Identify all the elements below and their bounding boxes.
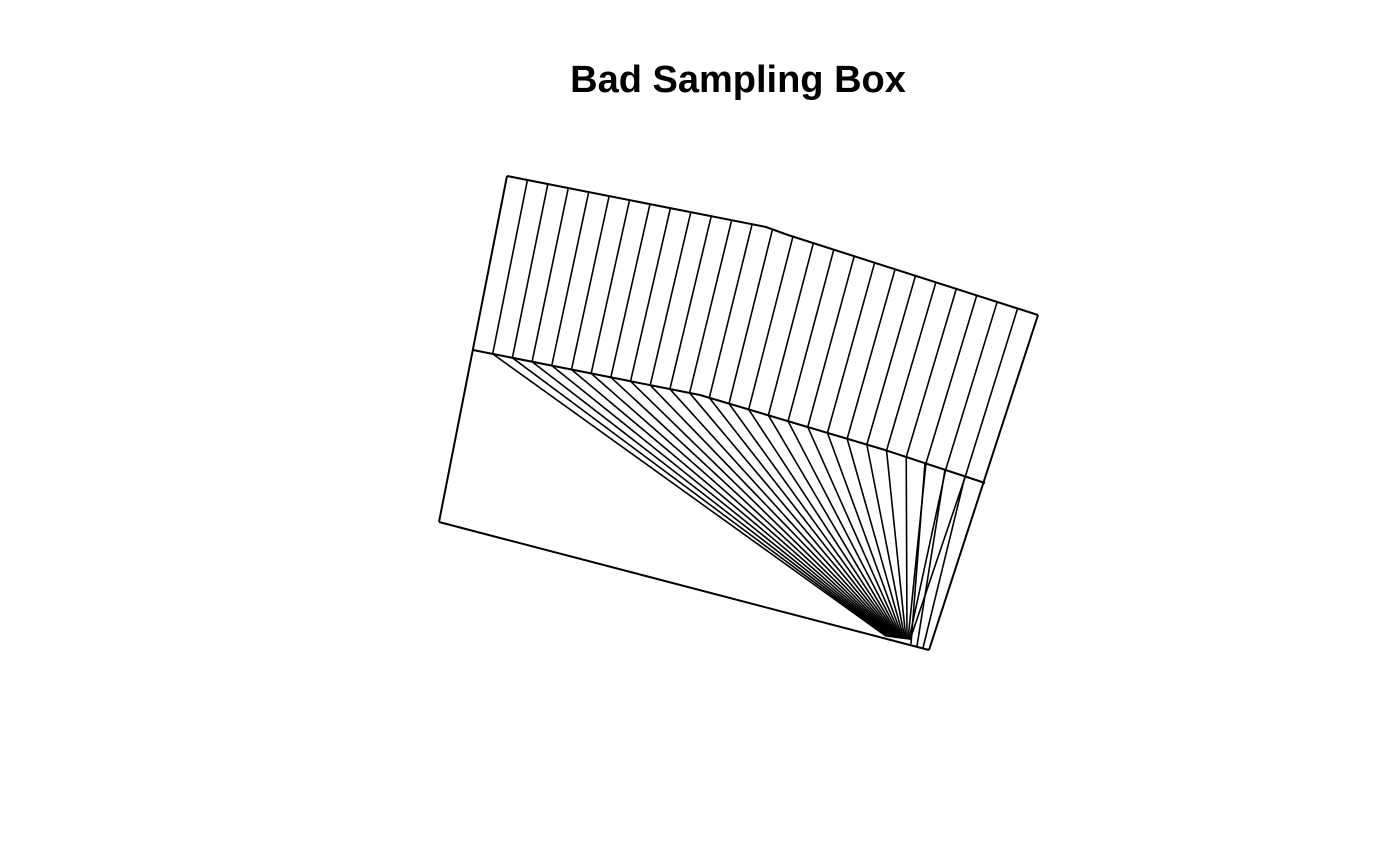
sampling-edge-line [916,469,946,647]
sampling-fan-line [728,403,899,639]
sampling-column-line [590,199,631,374]
sampling-fan-line [669,388,896,639]
sampling-column-line [905,288,958,458]
sampling-column-line [649,212,692,386]
sampling-column-line [629,207,672,382]
sampling-fan-line [909,476,967,641]
sampling-column-line [787,249,835,422]
sampling-fan-line [570,368,891,638]
sampling-column-line [747,236,794,410]
sampling-column-line [688,220,733,394]
sampling-column-line [531,187,570,362]
sampling-fan-line [846,438,905,640]
sampling-column-line [550,191,590,366]
sampling-fan-line [689,392,897,639]
sampling-fan-line [551,364,890,638]
sampling-column-line [708,224,753,398]
sampling-fan-line [511,357,888,637]
box-bottom-edge [438,521,930,651]
sampling-column-line [925,295,978,464]
sampling-column-line [866,275,917,445]
sampling-edge-line [922,476,966,649]
sampling-fan-line [908,469,947,640]
sampling-column-line [570,195,610,370]
sampling-fan-line [531,361,889,638]
sampling-fan-line [748,409,900,639]
middle-ridge [472,349,986,484]
sampling-column-line [964,308,1019,477]
sampling-column-line [806,255,855,428]
sampling-fan-line [767,414,901,639]
sampling-edge-line [910,462,926,645]
sampling-column-line [728,229,774,404]
sampling-fan-line [610,376,893,638]
sampling-fan-line [807,426,903,639]
sampling-column-line [669,216,713,390]
sampling-column-line [511,183,549,358]
sampling-column-line [610,203,651,378]
sampling-fan-line [708,397,898,639]
sampling-column-line [944,301,998,471]
sampling-column-line [846,269,896,439]
sampling-fan-line [787,420,902,639]
sampling-column-line [491,179,529,355]
sampling-fan-line [905,457,908,640]
sampling-column-line [826,262,876,434]
sampling-fan-line [649,384,895,638]
sampling-column-line [885,282,937,451]
sampling-fan-line [866,444,906,640]
box-left-edge [438,175,508,523]
sampling-fan-line [492,353,887,637]
sampling-column-line [767,242,815,416]
sampling-fan-line [885,450,907,640]
sampling-fan-line [629,380,894,638]
box-top-edge [506,175,1039,316]
plot-title: Bad Sampling Box [570,59,906,101]
sampling-fan-line [826,432,904,640]
sampling-fan-line [590,372,892,638]
sampling-lines [491,179,1019,649]
